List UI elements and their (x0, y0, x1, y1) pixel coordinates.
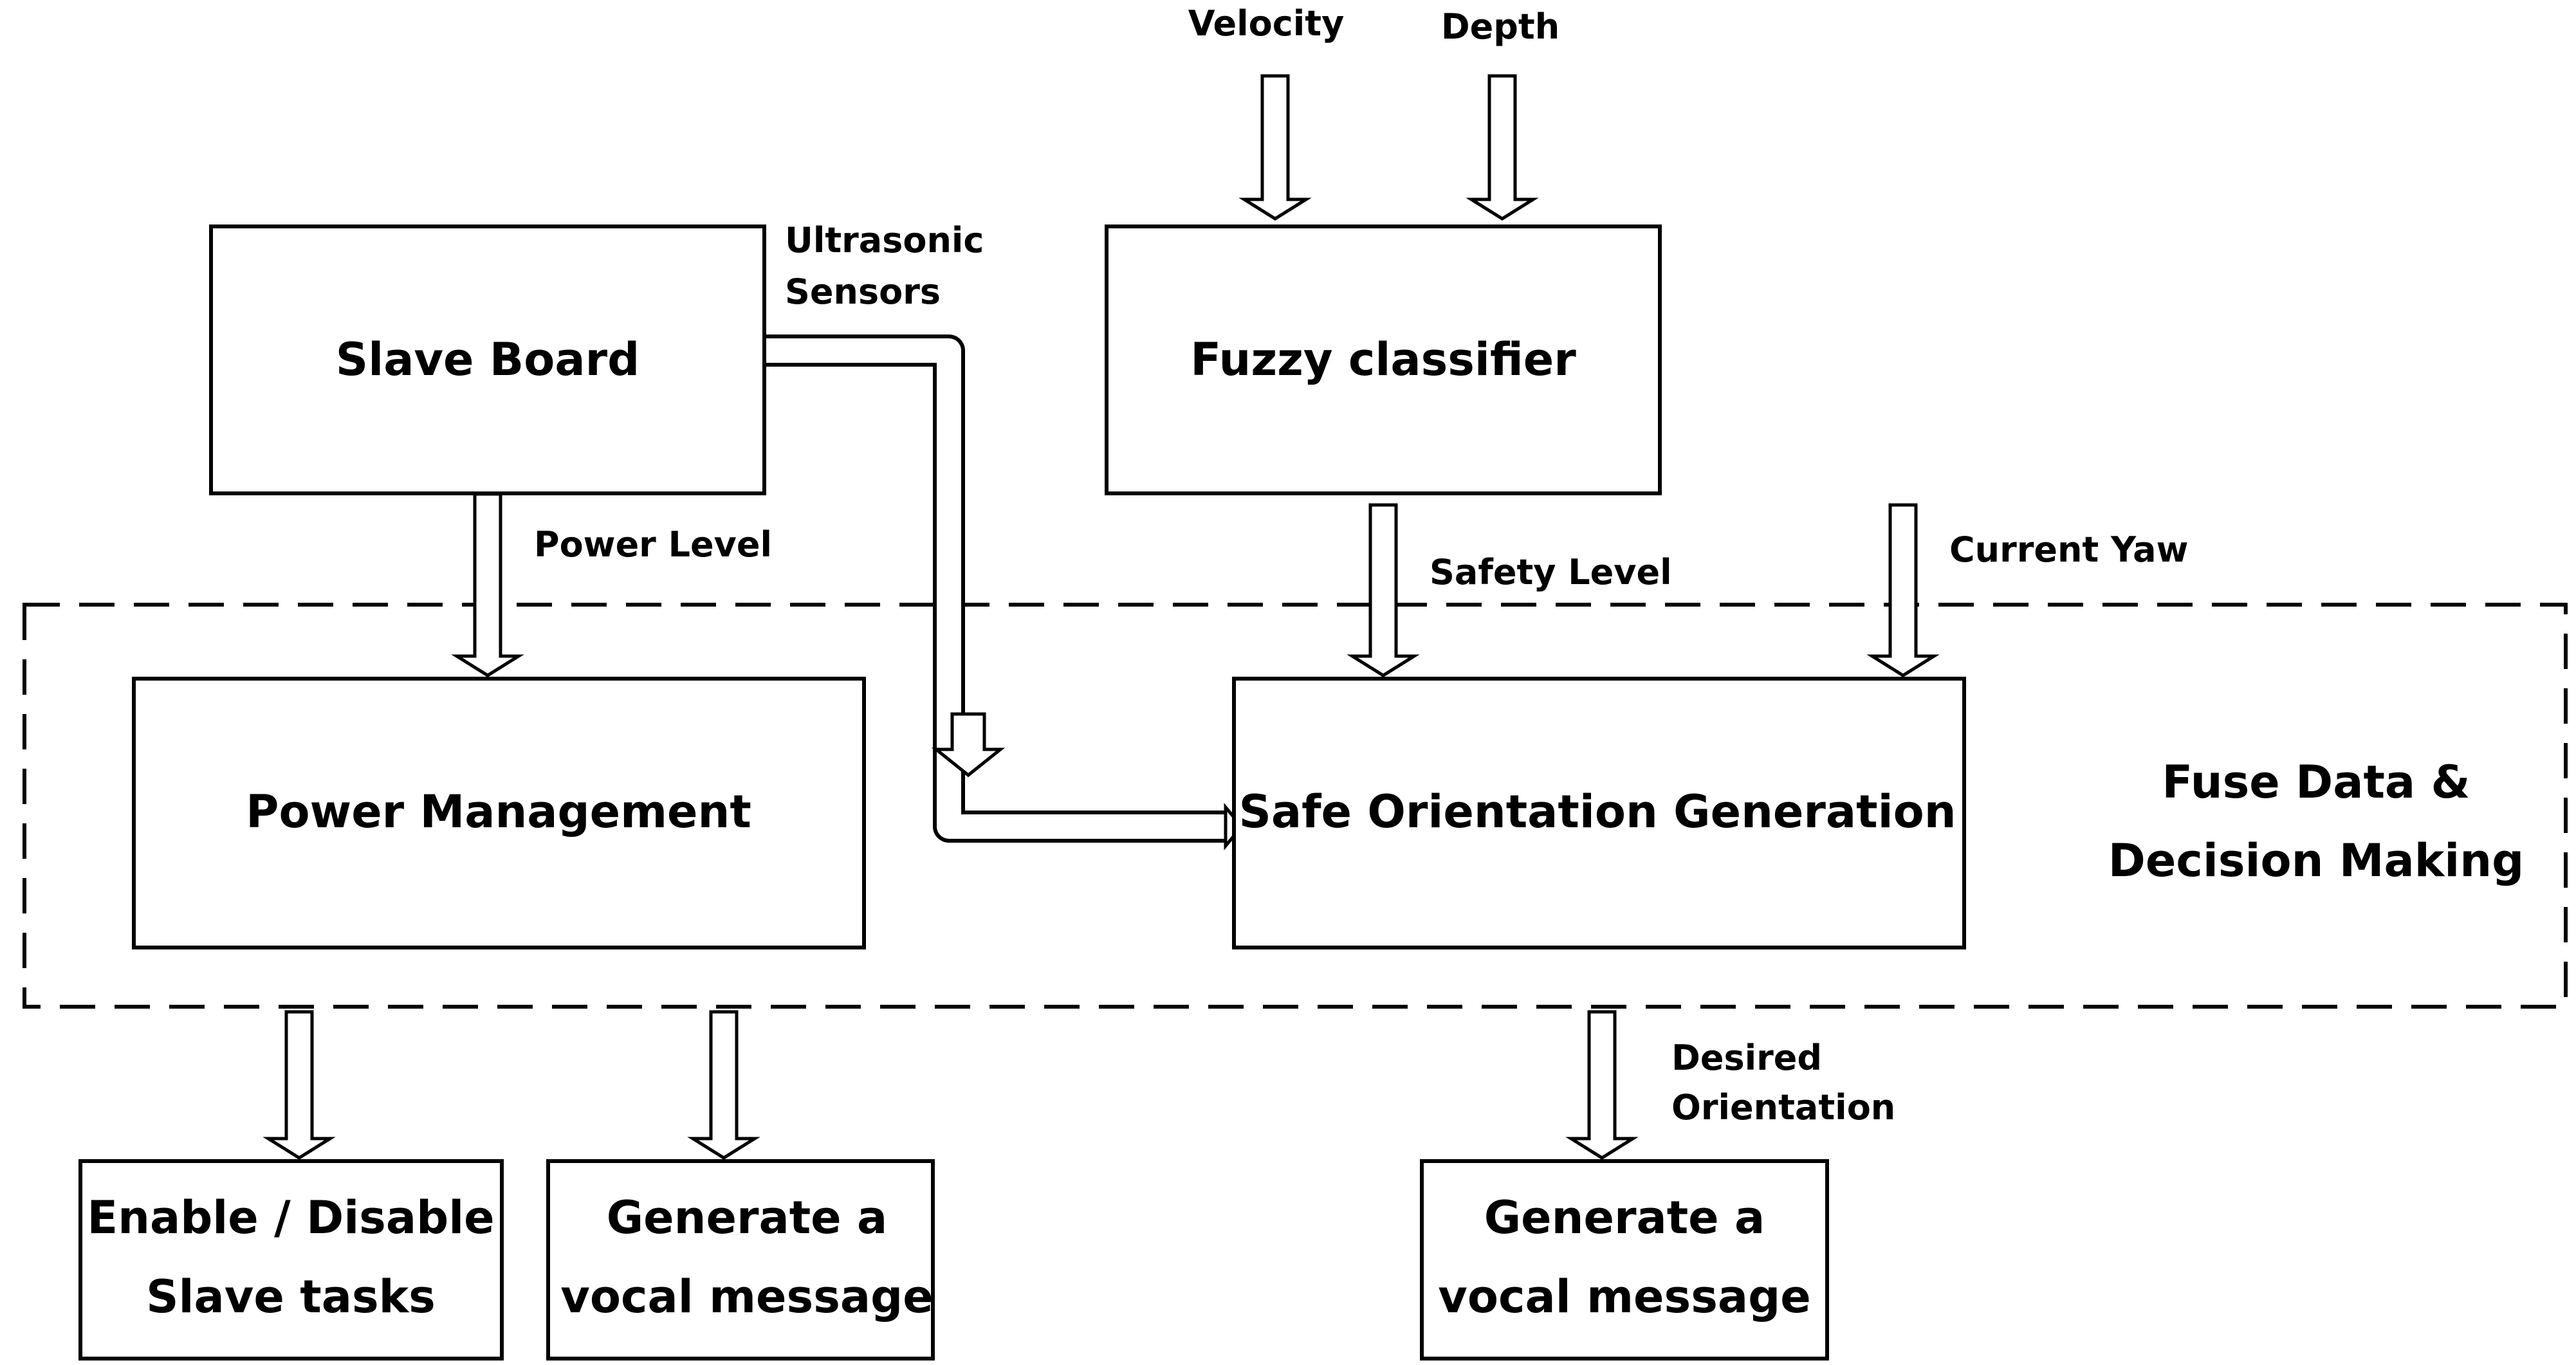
vocal-message-right-line1: Generate a (1484, 1191, 1765, 1244)
fuzzy-classifier-label: Fuzzy classifier (1190, 333, 1576, 386)
group-label-line2: Decision Making (2108, 834, 2524, 887)
vocal-message-right-box (1420, 1159, 1829, 1360)
depth-arrow (1466, 74, 1539, 221)
ultrasonic-down-arrowhead (931, 712, 1006, 778)
enable-disable-arrow (262, 1010, 336, 1160)
vocal-message-left-line2: vocal message (560, 1270, 933, 1323)
safety-level-label: Safety Level (1430, 552, 1672, 592)
vocal-message-right-line2: vocal message (1438, 1270, 1810, 1323)
ultrasonic-label-line1: Ultrasonic (785, 220, 984, 261)
velocity-label: Velocity (1188, 3, 1345, 44)
vocal-message-left-line1: Generate a (607, 1191, 888, 1244)
power-management-label: Power Management (246, 785, 751, 838)
enable-disable-box (78, 1159, 504, 1360)
fuse-data-group-boundary (23, 603, 2568, 1009)
slave-board-label: Slave Board (336, 333, 639, 386)
enable-disable-label-line2: Slave tasks (146, 1270, 436, 1323)
velocity-arrow (1238, 74, 1312, 221)
vocal-message-left-box (546, 1159, 935, 1360)
safe-orientation-label: Safe Orientation Generation (1238, 785, 1956, 838)
depth-label: Depth (1441, 6, 1559, 47)
fuzzy-classifier-box (1105, 224, 1662, 495)
power-level-arrow (451, 492, 524, 677)
ultrasonic-label-line2: Sensors (785, 271, 941, 312)
current-yaw-arrow (1866, 503, 1940, 677)
current-yaw-label: Current Yaw (1949, 529, 2189, 570)
vocal-left-arrow (687, 1010, 760, 1160)
desired-orientation-label-line1: Desired (1671, 1038, 1822, 1078)
safe-orientation-box (1232, 677, 1966, 949)
power-management-box (132, 677, 866, 949)
desired-orientation-label-line2: Orientation (1671, 1087, 1895, 1128)
group-label-line1: Fuse Data & (2162, 756, 2470, 809)
safety-level-arrow (1347, 503, 1420, 677)
desired-orientation-arrow (1565, 1010, 1639, 1160)
slave-board-box (209, 224, 766, 495)
ultrasonic-sensors-connector (766, 334, 1244, 850)
enable-disable-label-line1: Enable / Disable (87, 1191, 494, 1244)
power-level-label: Power Level (534, 524, 772, 565)
